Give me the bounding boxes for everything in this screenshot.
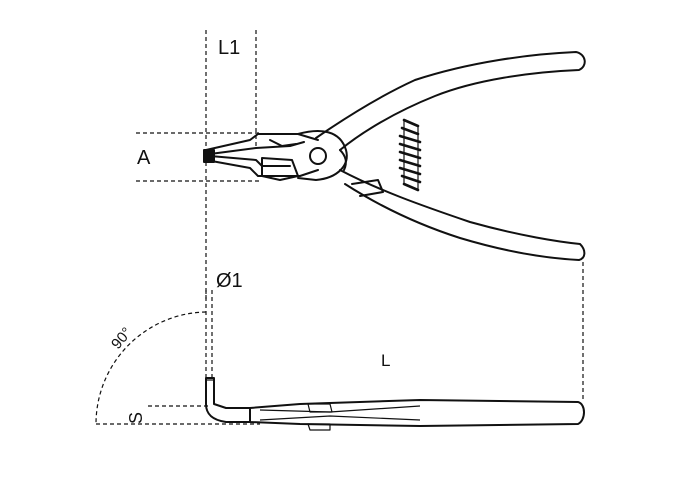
upper-jaw bbox=[205, 133, 319, 151]
dimension-lines bbox=[95, 30, 584, 425]
label-l1: L1 bbox=[218, 37, 240, 59]
bent-tip bbox=[205, 377, 251, 423]
pivot-circle bbox=[309, 147, 327, 165]
pliers-side-view bbox=[205, 377, 585, 431]
side-body bbox=[249, 399, 585, 427]
label-s: S bbox=[126, 412, 146, 424]
label-a: A bbox=[137, 147, 151, 169]
lower-jaw bbox=[205, 159, 319, 177]
label-o1: Ø1 bbox=[216, 270, 243, 292]
label-angle: 90° bbox=[108, 324, 136, 352]
dimension-labels: L1 A Ø1 90° L S bbox=[108, 37, 390, 424]
spring bbox=[398, 118, 422, 192]
label-l: L bbox=[381, 351, 390, 370]
lower-handle bbox=[339, 169, 586, 261]
pliers-top-view bbox=[203, 51, 586, 261]
upper-handle bbox=[315, 51, 586, 151]
